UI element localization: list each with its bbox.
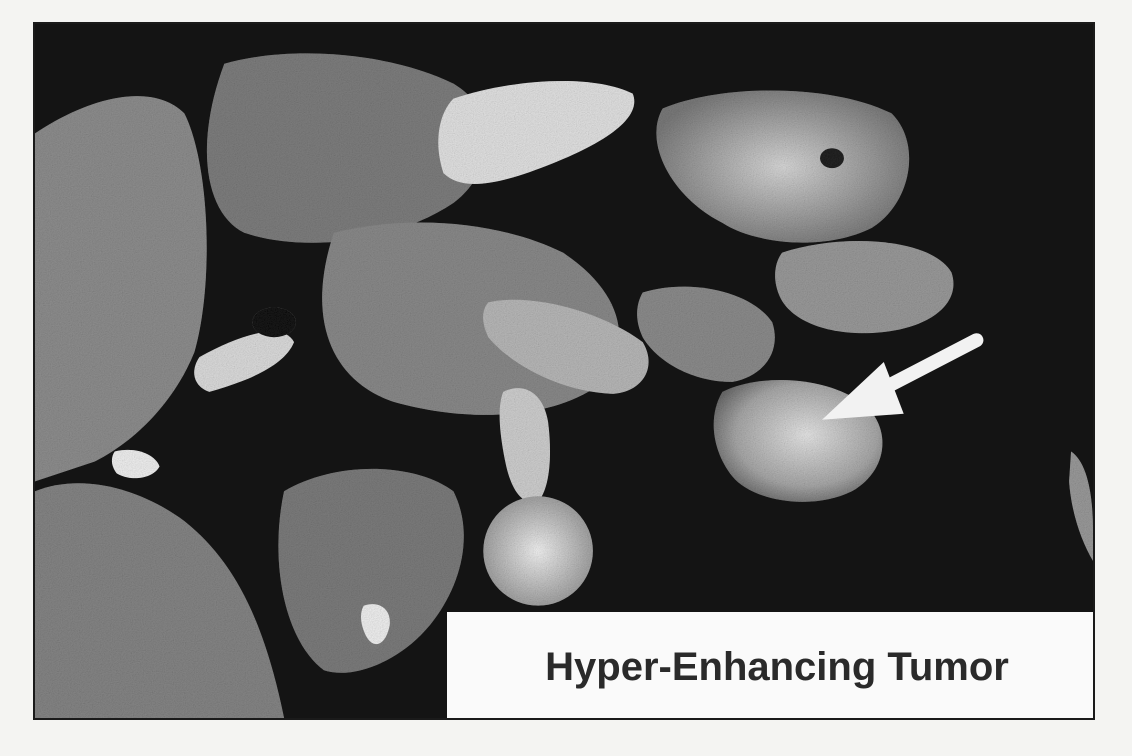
caption-label: Hyper-Enhancing Tumor bbox=[545, 644, 1009, 689]
liver-region bbox=[35, 96, 207, 482]
arrow-icon bbox=[822, 333, 984, 420]
caption-box: Hyper-Enhancing Tumor bbox=[447, 612, 1093, 718]
bowel-loop-upper bbox=[656, 90, 910, 243]
bowel-loop-middle bbox=[775, 241, 954, 334]
ct-scan-drawing bbox=[35, 53, 1093, 718]
stomach-region bbox=[206, 53, 488, 243]
aorta-region bbox=[483, 496, 593, 606]
ct-scan-image: Hyper-Enhancing Tumor bbox=[33, 22, 1095, 720]
